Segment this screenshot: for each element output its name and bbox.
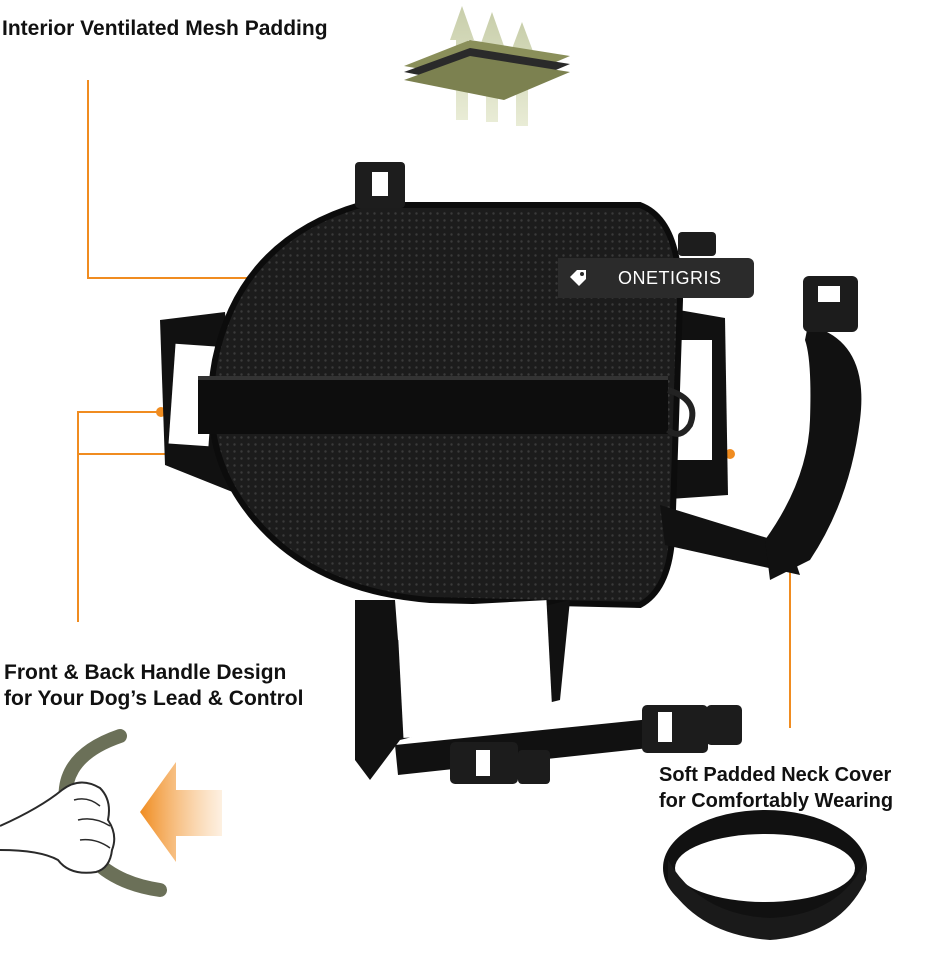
neck-cover-line-2: for Comfortably Wearing	[659, 790, 894, 812]
handle-design-line-2: for Your Dog’s Lead & Control	[4, 687, 304, 710]
handle-design-line-1: Front & Back Handle Design	[4, 661, 287, 684]
orange-arrow-icon	[140, 762, 222, 862]
tag-icon	[558, 258, 598, 298]
ventilation-layers-icon	[404, 6, 570, 126]
neck-cover-image	[663, 810, 867, 940]
mesh-padding-text: Interior Ventilated Mesh Padding	[2, 17, 328, 40]
brand-badge: ONETIGRIS	[558, 258, 754, 298]
vest	[160, 162, 862, 784]
hand-grip-icon	[0, 729, 167, 897]
neck-cover-label: Soft Padded Neck Cover for Comfortably W…	[659, 762, 893, 814]
handle-design-label: Front & Back Handle Design for Your Dog’…	[4, 660, 303, 712]
neck-cover-line-1: Soft Padded Neck Cover	[659, 764, 892, 786]
brand-name: ONETIGRIS	[618, 268, 722, 288]
mesh-padding-label: Interior Ventilated Mesh Padding	[2, 16, 328, 42]
